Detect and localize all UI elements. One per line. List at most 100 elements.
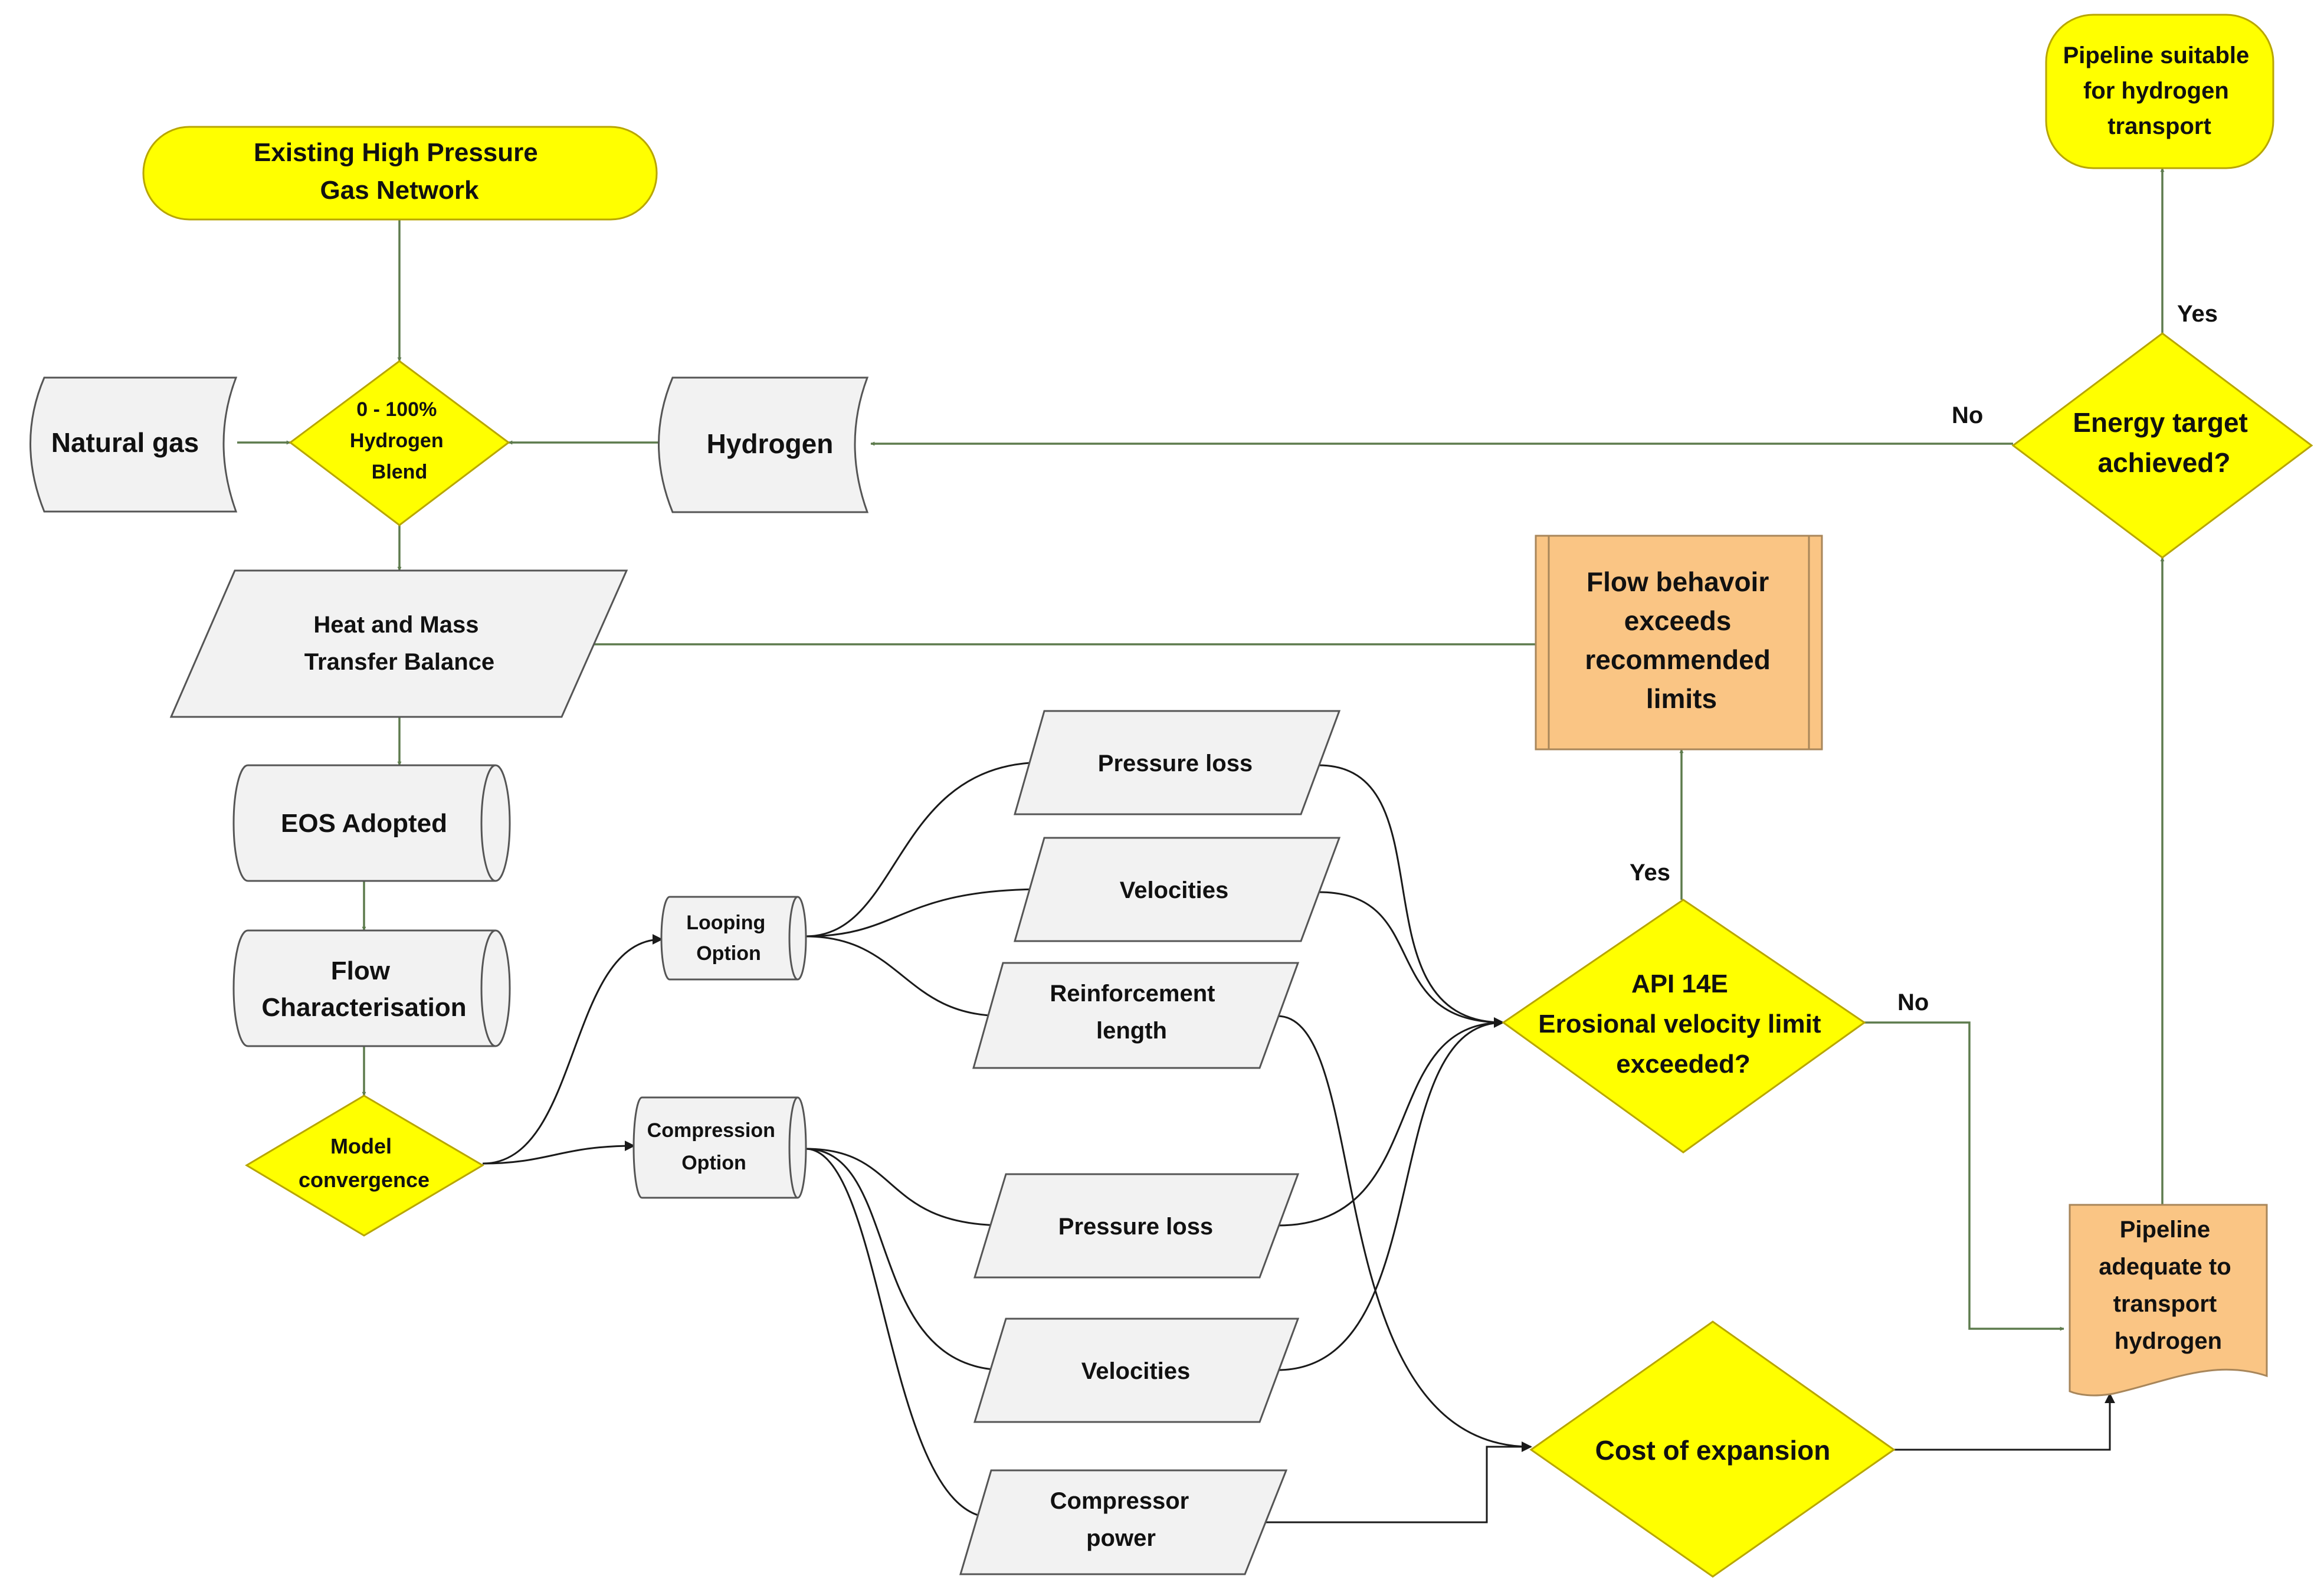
- edge-looping-to-pressureloss1: [805, 757, 1045, 938]
- model-convergence-label: Model convergence: [299, 1134, 430, 1192]
- pressure-loss-2-line-1: Pressure loss: [1058, 1214, 1213, 1240]
- pipeline-adequate-line-3: transport: [2113, 1291, 2217, 1317]
- flow-behavior-line-2: exceeds: [1624, 605, 1732, 636]
- compression-label: Compression Option: [647, 1119, 781, 1174]
- pipeline-suitable-label: Pipeline suitable for hydrogen transport: [2063, 42, 2256, 139]
- edges: [237, 168, 2165, 1523]
- compressor-power-line-1: Compressor: [1050, 1488, 1189, 1514]
- edge-pressureloss1-to-api: [1318, 764, 1504, 1028]
- node-pressure-loss-2: Pressure loss: [973, 1173, 1300, 1279]
- edge-model-to-looping: [482, 934, 663, 1165]
- edge-velocities1-to-api: [1318, 891, 1504, 1028]
- hydrogen-blend-shape: [289, 360, 510, 526]
- edge-pressureloss2-to-api: [1277, 1017, 1504, 1227]
- velocities-2-label: Velocities: [1081, 1358, 1191, 1384]
- api-no-label: No: [1897, 989, 1929, 1015]
- hydrogen-line-1: Hydrogen: [707, 428, 834, 459]
- edge-compression-to-velocities2: [805, 1148, 1007, 1375]
- hydrogen-shape: [658, 376, 869, 513]
- nodes: Existing High Pressure Gas Network Natur…: [29, 14, 2313, 1578]
- api14e-line-2: Erosional velocity limit: [1538, 1010, 1821, 1038]
- eos-line-1: EOS Adopted: [281, 809, 447, 838]
- node-eos: EOS Adopted: [232, 764, 511, 882]
- energy-target-label: Energy target achieved?: [2073, 407, 2255, 478]
- heat-mass-label: Heat and Mass Transfer Balance: [304, 612, 494, 675]
- heat-mass-shape: [169, 569, 628, 718]
- edge-api-to-adequate: [1864, 1021, 2064, 1331]
- edge-looping-to-reinforcement: [805, 935, 1004, 1021]
- pressure-loss-2-shape: [973, 1173, 1300, 1279]
- natural-gas-label: Natural gas: [51, 427, 199, 458]
- eos-label: EOS Adopted: [281, 809, 447, 838]
- energy-yes-label: Yes: [2177, 301, 2218, 327]
- flow-behavior-line-4: limits: [1646, 683, 1717, 714]
- node-compressor-power: Compressor power: [959, 1469, 1288, 1575]
- pipeline-adequate-line-2: adequate to: [2099, 1254, 2231, 1280]
- compressor-power-shape: [959, 1469, 1288, 1575]
- pressure-loss-1-shape: [1014, 710, 1341, 815]
- looping-shape-edge: [788, 896, 798, 981]
- flow-char-line-2: Characterisation: [261, 993, 466, 1022]
- energy-no-label: No: [1952, 402, 1983, 428]
- flow-behavior-label: Flow behavoir exceeds recommended limits: [1585, 566, 1778, 714]
- node-looping: Looping Option: [660, 896, 807, 981]
- edge-cost-to-adequate: [1894, 1392, 2115, 1451]
- velocities-2-line-1: Velocities: [1081, 1358, 1191, 1384]
- compression-shape-edge: [788, 1096, 798, 1199]
- api14e-shape: [1502, 899, 1866, 1154]
- pressure-loss-1-line-1: Pressure loss: [1098, 751, 1253, 776]
- looping-line-2: Option: [696, 942, 761, 965]
- pipeline-suitable-shape: [2045, 14, 2274, 169]
- cost-expansion-line-1: Cost of expansion: [1595, 1435, 1831, 1466]
- node-velocities-2: Velocities: [973, 1318, 1300, 1423]
- heat-mass-line-2: Transfer Balance: [304, 649, 494, 675]
- velocities-1-label: Velocities: [1120, 877, 1229, 903]
- reinforcement-line-2: length: [1096, 1018, 1167, 1044]
- edge-compression-to-compressorpower: [805, 1148, 994, 1523]
- flow-behavior-line-3: recommended: [1585, 644, 1770, 675]
- hydrogen-blend-line-2: Hydrogen: [350, 430, 444, 452]
- pipeline-adequate-line-1: Pipeline: [2120, 1217, 2210, 1243]
- node-hydrogen: Hydrogen: [658, 376, 869, 513]
- compression-line-1: Compression: [647, 1119, 775, 1142]
- looping-shape: [660, 896, 807, 981]
- pipeline-suitable-line-1: Pipeline suitable: [2063, 42, 2250, 68]
- eos-shape-edge: [480, 764, 496, 882]
- model-convergence-line-1: Model: [330, 1134, 392, 1158]
- node-compression: Compression Option: [632, 1096, 807, 1199]
- flow-char-line-1: Flow: [331, 956, 391, 985]
- node-existing-network: Existing High Pressure Gas Network: [142, 126, 658, 221]
- api14e-line-3: exceeded?: [1616, 1050, 1750, 1079]
- compressor-power-label: Compressor power: [1050, 1488, 1196, 1551]
- hydrogen-blend-line-1: 0 - 100%: [356, 398, 437, 421]
- node-cost-expansion: Cost of expansion: [1529, 1320, 1896, 1578]
- flow-behavior-shape: [1535, 535, 1823, 751]
- node-flow-char: Flow Characterisation: [232, 929, 511, 1047]
- model-convergence-line-2: convergence: [299, 1168, 430, 1192]
- edge-model-to-compression: [482, 1141, 635, 1165]
- edge-compression-to-pressureloss2: [805, 1148, 1007, 1231]
- cost-expansion-shape: [1529, 1320, 1896, 1578]
- node-api14e: API 14E Erosional velocity limit exceede…: [1502, 899, 1866, 1154]
- compressor-power-line-2: power: [1086, 1525, 1156, 1551]
- reinforcement-shape: [972, 962, 1300, 1069]
- node-pressure-loss-1: Pressure loss: [1014, 710, 1341, 815]
- node-pipeline-adequate: Pipeline adequate to transport hydrogen: [2069, 1204, 2268, 1397]
- node-model-convergence: Model convergence: [245, 1095, 484, 1237]
- edge-looping-to-velocities1: [805, 884, 1045, 938]
- existing-network-label: Existing High Pressure Gas Network: [254, 138, 545, 205]
- hydrogen-blend-line-3: Blend: [372, 461, 427, 483]
- velocities-2-shape: [973, 1318, 1300, 1423]
- hydrogen-blend-label: 0 - 100% Hydrogen Blend: [350, 398, 449, 483]
- hydrogen-label: Hydrogen: [707, 428, 834, 459]
- velocities-1-line-1: Velocities: [1120, 877, 1229, 903]
- model-convergence-shape: [245, 1095, 484, 1237]
- velocities-1-shape: [1014, 837, 1341, 942]
- node-energy-target: Energy target achieved?: [2011, 332, 2313, 559]
- edge-velocities2-to-api: [1277, 1017, 1504, 1371]
- compression-line-2: Option: [681, 1152, 746, 1174]
- natural-gas-shape: [29, 376, 238, 513]
- reinforcement-label: Reinforcement length: [1050, 981, 1221, 1044]
- edge-reinforcement-to-cost: [1277, 1015, 1532, 1452]
